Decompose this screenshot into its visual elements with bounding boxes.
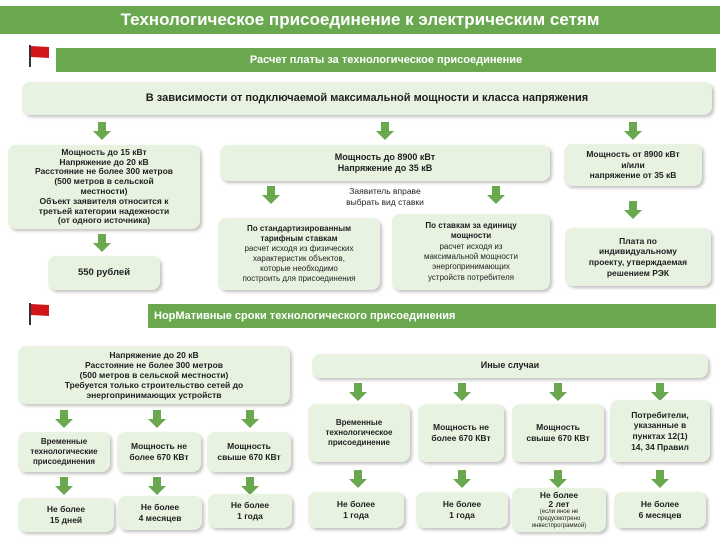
standard-rate-box: По стандартизированным тарифным ставкам … [218, 218, 380, 290]
down-arrow-icon [55, 477, 73, 495]
left-term-15-days: Не более 15 дней [18, 498, 114, 532]
left-category-up-to-670: Мощность не более 670 КВт [117, 432, 201, 472]
down-arrow-icon [624, 122, 642, 140]
left-category-temporary: Временные технологические присоединения [18, 432, 110, 472]
right-term-over-670: Не более 2 лет (если иное не предусмотре… [512, 488, 606, 532]
other-cases-header: Иные случаи [312, 354, 708, 378]
section1-banner: Расчет платы за технологическое присоеди… [56, 48, 716, 72]
section2-banner: НорМативные сроки технологического присо… [148, 304, 716, 328]
page-title: Технологическое присоединение к электрич… [120, 10, 600, 29]
right-term-up-to-670: Не более 1 года [416, 492, 508, 528]
down-arrow-icon [55, 410, 73, 428]
left-term-4-months: Не более 4 месяцев [118, 496, 202, 530]
unit-rate-box: По ставкам за единицу мощности расчет ис… [392, 214, 550, 290]
small-power-price: 550 рублей [48, 256, 160, 290]
down-arrow-icon [148, 477, 166, 495]
down-arrow-icon [148, 410, 166, 428]
red-flag-icon [29, 45, 49, 67]
down-arrow-icon [349, 470, 367, 488]
right-category-over-670: Мощность свыше 670 КВт [512, 404, 604, 462]
rate-choice-note: Заявитель вправе выбрать вид ставки [346, 186, 424, 208]
down-arrow-icon [241, 410, 259, 428]
down-arrow-icon [651, 470, 669, 488]
down-arrow-icon [349, 383, 367, 401]
left-term-1-year: Не более 1 года [208, 494, 292, 528]
down-arrow-icon [453, 383, 471, 401]
small-power-conditions: Мощность до 15 кВт Напряжение до 20 кВ Р… [8, 145, 200, 229]
large-power-conditions: Мощность от 8900 кВт и/или напряжение от… [564, 144, 702, 186]
section1-subheader: В зависимости от подключаемой максимальн… [22, 82, 712, 115]
down-arrow-icon [651, 383, 669, 401]
left-category-over-670: Мощность свыше 670 КВт [207, 432, 291, 472]
down-arrow-icon [93, 122, 111, 140]
down-arrow-icon [549, 383, 567, 401]
down-arrow-icon [241, 477, 259, 495]
right-category-up-to-670: Мощность не более 670 КВт [418, 404, 504, 462]
right-category-rules-consumers: Потребители, указанные в пунктах 12(1) 1… [610, 400, 710, 462]
down-arrow-icon [487, 186, 505, 204]
right-category-temporary: Временные технологическое присоединение [308, 404, 410, 462]
down-arrow-icon [549, 470, 567, 488]
down-arrow-icon [453, 470, 471, 488]
down-arrow-icon [93, 234, 111, 252]
red-flag-icon [29, 303, 49, 325]
down-arrow-icon [624, 201, 642, 219]
standard-conditions-header: Напряжение до 20 кВ Расстояние не более … [18, 346, 290, 404]
down-arrow-icon [376, 122, 394, 140]
right-term-temporary: Не более 1 года [308, 492, 404, 528]
down-arrow-icon [262, 186, 280, 204]
title-banner: Технологическое присоединение к электрич… [0, 6, 720, 34]
right-term-6-months: Не более 6 месяцев [614, 492, 706, 528]
medium-power-conditions: Мощность до 8900 кВт Напряжение до 35 кВ [220, 145, 550, 181]
individual-project-box: Плата по индивидуальному проекту, утверж… [565, 228, 711, 286]
